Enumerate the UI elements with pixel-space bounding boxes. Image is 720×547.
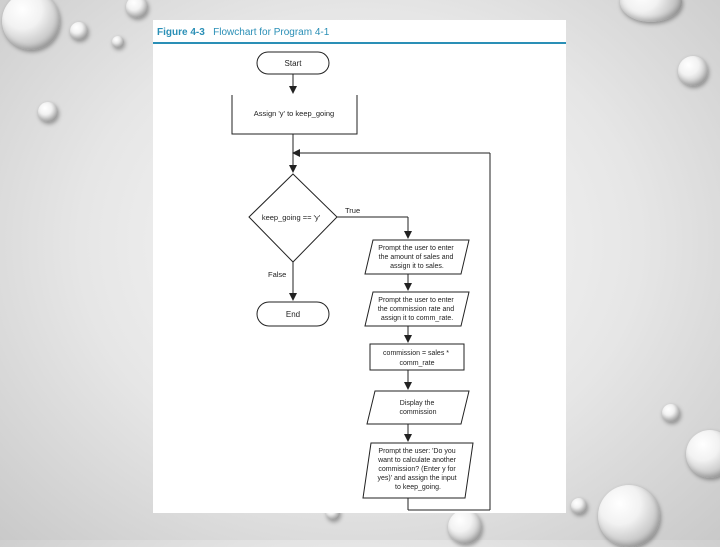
prompt-rate-text: Prompt the user to enter the commission …: [378, 297, 456, 322]
decision-label: keep_going == 'y': [262, 213, 321, 222]
water-drop-decoration: [126, 0, 148, 18]
end-label: End: [286, 310, 300, 319]
caption-rule: [153, 42, 566, 44]
prompt-again-input: [362, 442, 474, 499]
water-drop-decoration: [571, 498, 587, 514]
commission-calc-text: commission = sales * comm_rate: [383, 350, 451, 367]
water-drop-decoration: [448, 510, 482, 544]
decision-diamond: [248, 173, 338, 263]
water-drop-decoration: [38, 102, 58, 122]
prompt-rate-input: [364, 291, 470, 327]
water-drop-decoration: [686, 430, 720, 478]
prompt-sales-input: [364, 239, 470, 275]
commission-calc-process: [369, 343, 465, 371]
figure-caption: Figure 4-3 Flowchart for Program 4-1: [157, 27, 329, 38]
assign-process-box: [231, 95, 358, 135]
prompt-sales-text: Prompt the user to enter the amount of s…: [378, 245, 455, 270]
false-branch-label: False: [268, 270, 286, 279]
water-drop-decoration: [2, 0, 60, 50]
water-drop-decoration: [112, 36, 124, 48]
water-drop-decoration: [620, 0, 682, 22]
water-drop-decoration: [70, 22, 88, 40]
figure-title: Flowchart for Program 4-1: [213, 27, 330, 38]
flowchart-slide: Figure 4-3 Flowchart for Program 4-1: [153, 20, 566, 513]
flowchart-diagram: Start Assign 'y' to keep_going keep_goin…: [231, 51, 491, 511]
true-branch-label: True: [345, 206, 360, 215]
water-drop-decoration: [662, 404, 680, 422]
end-terminal: [256, 301, 330, 327]
assign-label: Assign 'y' to keep_going: [254, 109, 334, 118]
prompt-again-text: Prompt the user: 'Do you want to calcula…: [377, 448, 458, 491]
connector-lines: [289, 74, 491, 511]
water-drop-decoration: [678, 56, 708, 86]
display-commission-text: Display the commission: [400, 400, 437, 416]
figure-label: Figure 4-3: [157, 27, 205, 38]
start-label: Start: [285, 59, 303, 68]
display-commission-output: [366, 390, 470, 425]
water-drop-decoration: [598, 485, 660, 547]
start-terminal: [256, 51, 330, 75]
